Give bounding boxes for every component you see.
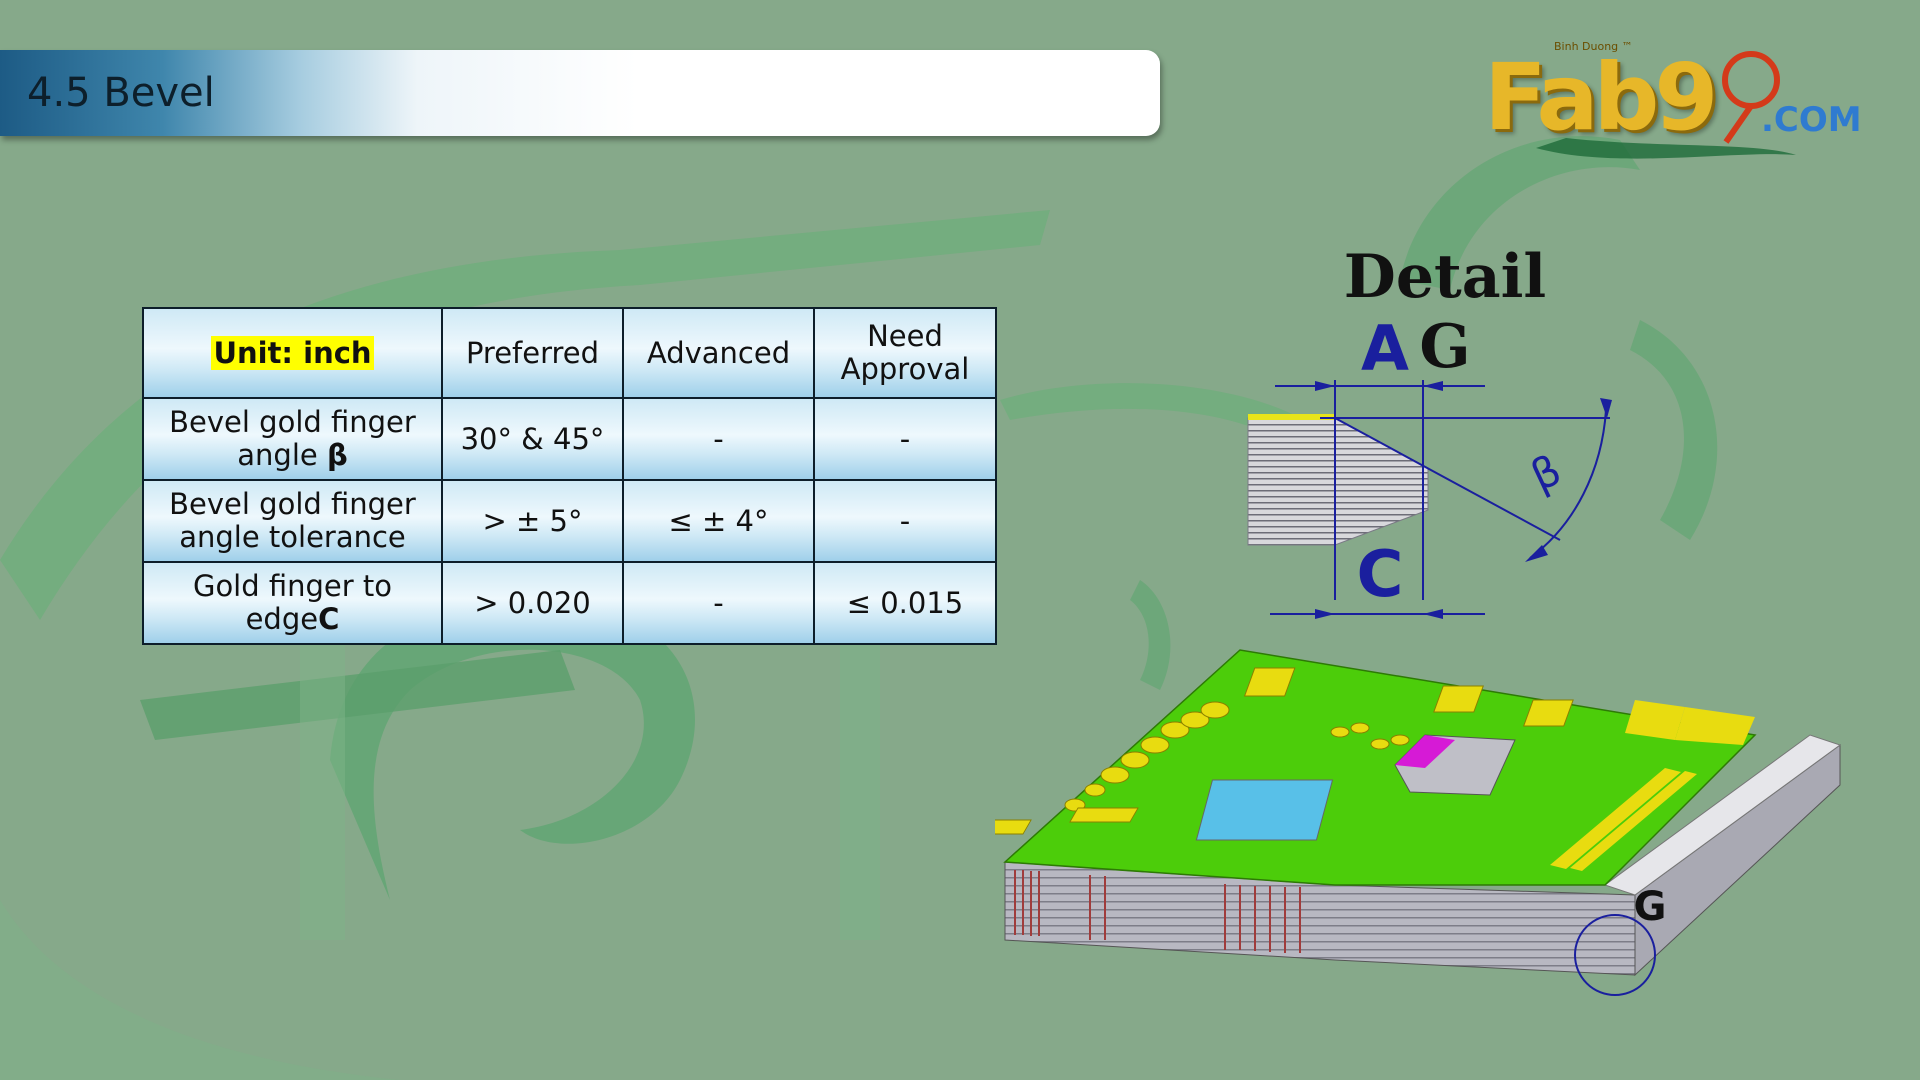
cell-preferred: > 0.020 — [441, 561, 624, 645]
row-label: Gold finger to edgeC — [142, 561, 443, 645]
board-cross-section — [1247, 417, 1429, 546]
cell-advanced: - — [622, 561, 815, 645]
bevel-spec-table: Unit: inch Preferred Advanced Need Appro… — [142, 307, 997, 645]
logo-suffix: .COM — [1761, 100, 1862, 140]
table-row: Bevel gold finger angle β 30° & 45° - - — [142, 397, 997, 481]
header-preferred: Preferred — [441, 307, 624, 399]
cell-need-approval: ≤ 0.015 — [813, 561, 997, 645]
gold-finger-pads — [1550, 700, 1755, 871]
row-label: Bevel gold finger angle tolerance — [142, 479, 443, 563]
logo-swoosh — [1536, 51, 1796, 159]
via-cross-sections — [1014, 870, 1301, 953]
logo-brand: Fab9 — [1484, 44, 1718, 151]
cell-advanced: ≤ ± 4° — [622, 479, 815, 563]
header-need-approval: Need Approval — [813, 307, 997, 399]
angle-label-beta: β — [1523, 445, 1568, 501]
cavity-pad — [1395, 735, 1455, 768]
cell-advanced: - — [622, 397, 815, 481]
bevel-detail-diagram: A C β — [1247, 312, 1612, 619]
cell-need-approval: - — [813, 397, 997, 481]
header-advanced: Advanced — [622, 307, 815, 399]
dimension-label-a: A — [1361, 312, 1409, 385]
title-bar: 4.5 Bevel — [0, 50, 1160, 136]
callout-circle — [1574, 914, 1656, 996]
dimension-arrows — [1315, 381, 1612, 619]
cell-preferred: > ± 5° — [441, 479, 624, 563]
row-label: Bevel gold finger angle β — [142, 397, 443, 481]
dimension-lines — [1270, 380, 1610, 615]
detail-title: Detail G — [1343, 242, 1547, 382]
pcb-board-illustration: G — [995, 649, 1842, 996]
dimension-label-c: C — [1357, 538, 1404, 612]
callout-label-g: G — [1634, 884, 1667, 930]
bevel-surface — [1603, 734, 1842, 896]
header-unit: Unit: inch — [142, 307, 443, 399]
logo: Binh Duong ™ Fab9 .COM — [1476, 30, 1862, 180]
table-row: Gold finger to edgeC > 0.020 - ≤ 0.015 — [142, 561, 997, 645]
slide-title: 4.5 Bevel — [27, 70, 215, 116]
logo-subtitle: Binh Duong ™ — [1554, 40, 1633, 53]
cell-need-approval: - — [813, 479, 997, 563]
table-row: Bevel gold finger angle tolerance > ± 5°… — [142, 479, 997, 563]
cell-preferred: 30° & 45° — [441, 397, 624, 481]
pcb-components — [995, 667, 1574, 841]
table-header-row: Unit: inch Preferred Advanced Need Appro… — [142, 307, 997, 399]
gold-finger — [1248, 414, 1334, 420]
